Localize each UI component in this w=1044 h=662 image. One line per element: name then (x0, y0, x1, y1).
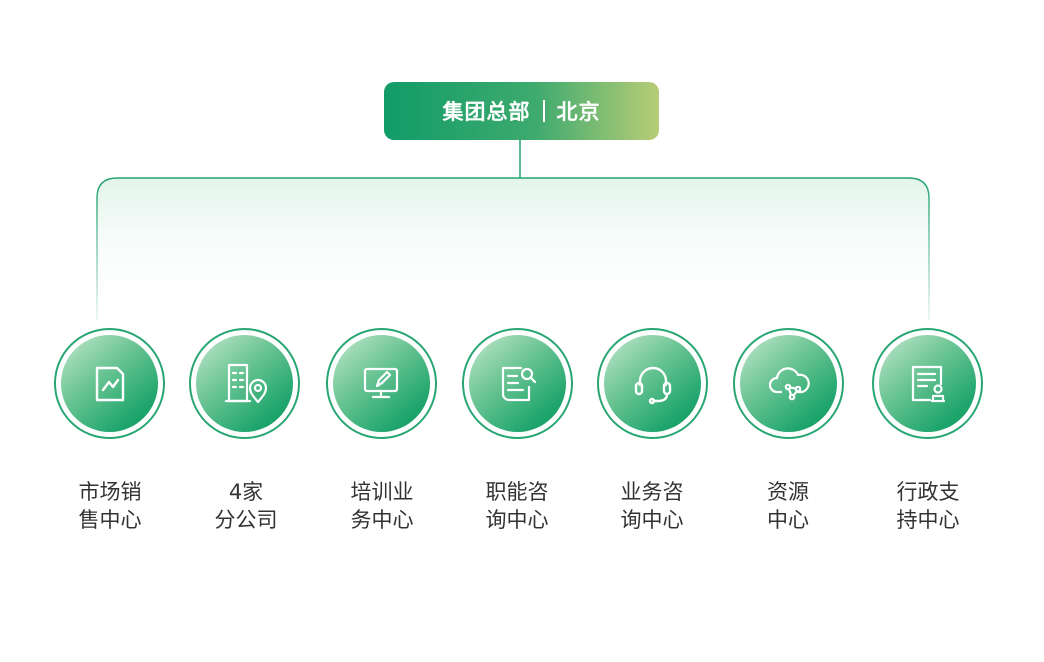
center-label-resources: 资源 中心 (767, 480, 809, 532)
center-label-branches: 4家 分公司 (214, 480, 278, 532)
document-search-icon (501, 366, 536, 401)
headquarters-city: 北京 (556, 100, 601, 124)
monitor-pen-icon (363, 367, 398, 398)
headquarters-name: 集团总部 (442, 100, 531, 124)
building-location-icon (224, 363, 267, 403)
headquarters-box: 集团总部 北京 (384, 82, 659, 140)
center-node-market (54, 328, 165, 439)
market-chart-icon (95, 366, 124, 401)
center-label-training: 培训业 务中心 (350, 480, 414, 532)
center-node-business (597, 328, 708, 439)
center-label-function: 职能咨 询中心 (485, 480, 549, 532)
center-node-training (326, 328, 437, 439)
center-label-business: 业务咨 询中心 (620, 480, 684, 532)
center-label-admin: 行政支 持中心 (896, 480, 960, 532)
document-stamp-icon (911, 365, 945, 402)
headquarters-divider (542, 100, 545, 122)
cloud-network-icon (768, 366, 810, 400)
center-node-function (462, 328, 573, 439)
center-node-resources (733, 328, 844, 439)
center-label-market: 市场销 售中心 (78, 480, 142, 532)
center-node-admin (872, 328, 983, 439)
center-node-branches (189, 328, 300, 439)
headset-icon (634, 366, 671, 404)
